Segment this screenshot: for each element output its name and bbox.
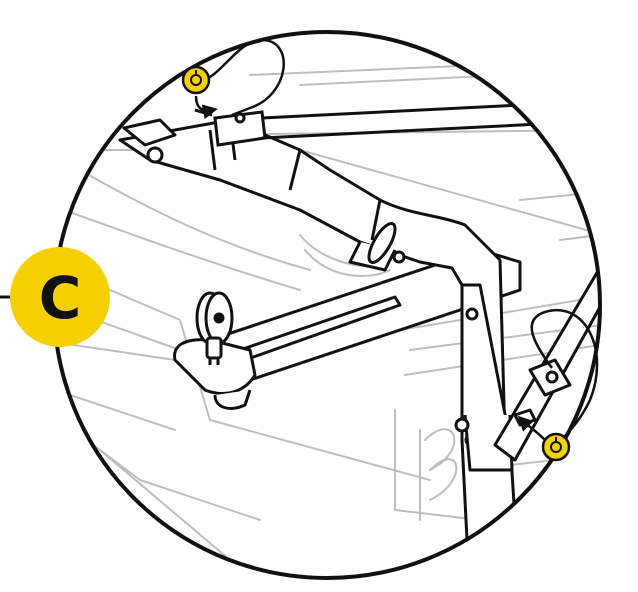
step-badge: C (10, 247, 110, 347)
diagonal-arm (493, 198, 600, 462)
vehicle-background-lines (54, 32, 600, 561)
step-label: C (39, 264, 82, 332)
yellow-ring-pin-icon (541, 432, 571, 462)
yellow-ring-pin-icon (181, 65, 211, 95)
magnified-detail (54, 32, 600, 578)
pin-callout-top (181, 38, 285, 120)
yellow-circle-badge (10, 247, 110, 347)
pin-callout-bottom (517, 309, 599, 462)
cradle-clamp (173, 291, 257, 410)
